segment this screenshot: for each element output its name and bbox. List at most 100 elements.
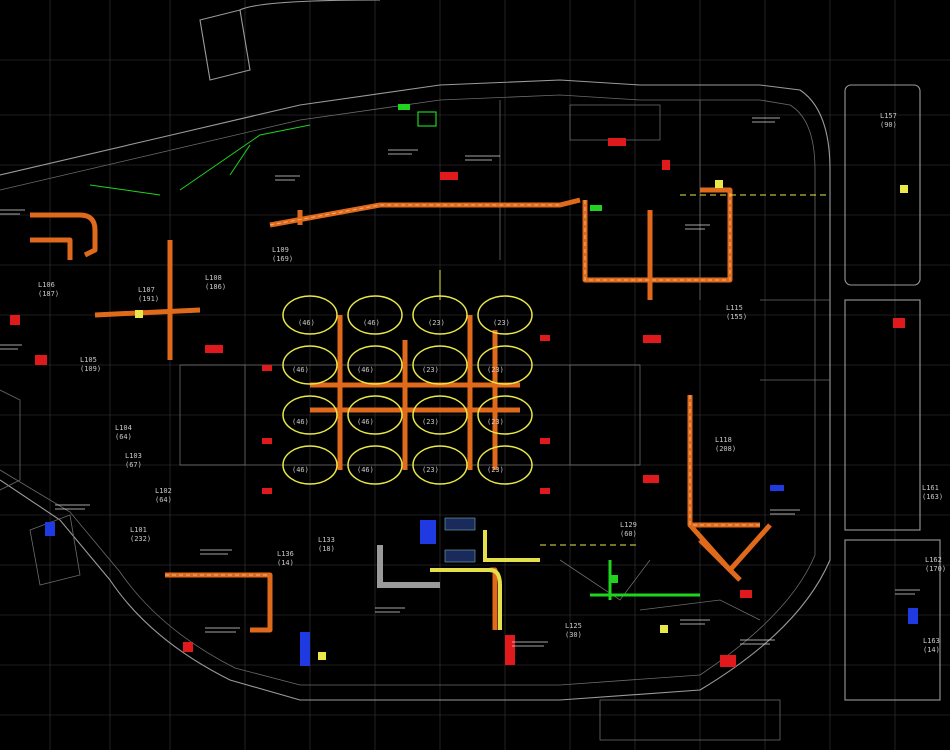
blue-tag [770, 485, 784, 491]
room-name: L125 [565, 622, 582, 630]
oval-area: (23) [493, 319, 510, 327]
room-name: L106 [38, 281, 55, 289]
green-tag [417, 111, 437, 127]
room-area: (30) [565, 631, 582, 639]
red-tag [540, 335, 550, 341]
diffuser-zone [477, 445, 533, 485]
red-tag [740, 590, 752, 598]
diffuser-zone [347, 295, 403, 335]
room-area: (170) [925, 565, 946, 573]
room-area: (60) [620, 530, 637, 538]
green-tag [398, 104, 410, 110]
oval-area: (46) [292, 466, 309, 474]
room-area: (90) [880, 121, 897, 129]
blue-tag [420, 520, 436, 544]
room-name: L133 [318, 536, 335, 544]
diffuser-zone [477, 345, 533, 385]
room-area: (14) [277, 559, 294, 567]
room-area: (64) [155, 496, 172, 504]
room-area: (187) [38, 290, 59, 298]
room-name: L105 [80, 356, 97, 364]
blue-tag [908, 608, 918, 624]
diffuser-zone [347, 395, 403, 435]
oval-area-labels: (46) (46) (23) (23) (46) (46) (23) (23) … [292, 319, 510, 474]
oval-area: (46) [292, 366, 309, 374]
diffuser-zone [282, 395, 338, 435]
diffuser-zone [477, 295, 533, 335]
room-area: (191) [138, 295, 159, 303]
gray-tag [444, 517, 476, 531]
diffuser-zone [412, 345, 468, 385]
red-tag [643, 335, 661, 343]
diffuser-zone [282, 445, 338, 485]
room-area: (208) [715, 445, 736, 453]
red-tag [893, 318, 905, 328]
diffuser-zone [282, 345, 338, 385]
red-tag [10, 315, 20, 325]
red-tag [205, 345, 223, 353]
room-area: (169) [272, 255, 293, 263]
oval-area: (46) [292, 418, 309, 426]
red-tag [183, 642, 193, 652]
oval-area: (23) [428, 319, 445, 327]
yellow-tag [900, 185, 908, 193]
room-name: L104 [115, 424, 132, 432]
room-name: L161 [922, 484, 939, 492]
oval-area: (46) [298, 319, 315, 327]
oval-area: (23) [422, 366, 439, 374]
diffuser-zone [347, 345, 403, 385]
yellow-tag [318, 652, 326, 660]
room-name: L108 [205, 274, 222, 282]
equipment-tags [10, 104, 918, 667]
room-area: (232) [130, 535, 151, 543]
red-tag [262, 365, 272, 371]
oval-area: (23) [422, 466, 439, 474]
annotation-marks [0, 117, 920, 647]
oval-area: (46) [363, 319, 380, 327]
red-tag [262, 488, 272, 494]
red-tag [505, 635, 515, 665]
room-area: (163) [922, 493, 943, 501]
room-area: (155) [726, 313, 747, 321]
room-name: L102 [155, 487, 172, 495]
red-tag [35, 355, 47, 365]
room-name: L109 [272, 246, 289, 254]
building-walls [0, 0, 941, 741]
red-tag [662, 160, 670, 170]
room-name: L163 [923, 637, 940, 645]
green-tag [590, 205, 602, 211]
red-tag [608, 138, 626, 146]
oval-area: (23) [487, 466, 504, 474]
room-name: L129 [620, 521, 637, 529]
blue-tag [45, 522, 55, 536]
diffuser-zone-grid [282, 295, 533, 485]
diffuser-zone [412, 295, 468, 335]
duct-network [30, 124, 830, 633]
oval-area: (23) [487, 418, 504, 426]
yellow-tag [715, 180, 723, 188]
red-tag [540, 438, 550, 444]
red-tag [643, 475, 659, 483]
room-name: L162 [925, 556, 942, 564]
room-labels: L107 (191) L106 (187) L105 (109) L104 (6… [38, 112, 946, 654]
diffuser-zone [412, 445, 468, 485]
room-name: L157 [880, 112, 897, 120]
oval-area: (46) [357, 366, 374, 374]
oval-area: (23) [422, 418, 439, 426]
oval-area: (23) [487, 366, 504, 374]
oval-area: (46) [357, 418, 374, 426]
room-name: L101 [130, 526, 147, 534]
red-tag [440, 172, 458, 180]
red-tag [540, 488, 550, 494]
red-tag [262, 438, 272, 444]
diffuser-zone [412, 395, 468, 435]
room-area: (109) [80, 365, 101, 373]
room-name: L115 [726, 304, 743, 312]
room-area: (18) [318, 545, 335, 553]
room-area: (67) [125, 461, 142, 469]
yellow-tag [135, 310, 143, 318]
green-tag [610, 575, 618, 583]
room-name: L118 [715, 436, 732, 444]
gray-tag [444, 549, 476, 563]
